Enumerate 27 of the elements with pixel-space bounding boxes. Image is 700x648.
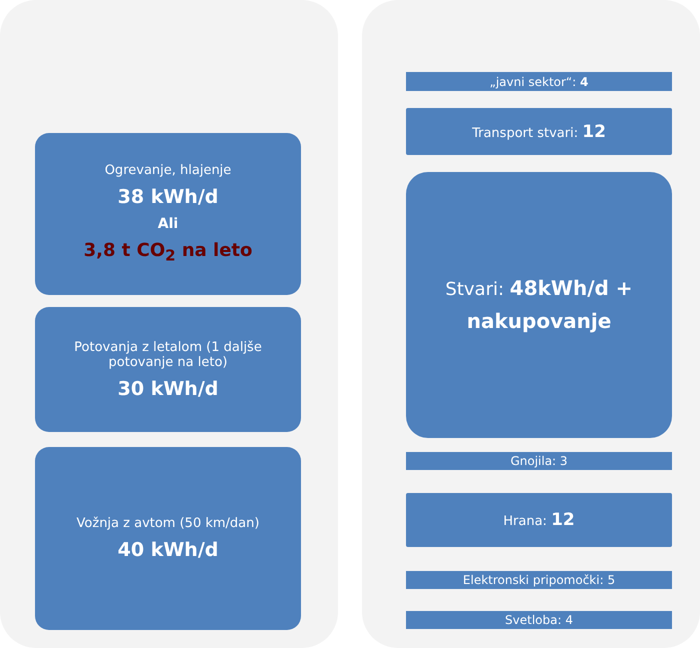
box-label: Ogrevanje, hlajenje	[104, 163, 232, 178]
box-label: Potovanja z letalom (1 daljše potovanje na leto)	[73, 340, 263, 370]
box-label: „javni sektor“: 4	[488, 74, 590, 88]
panel-background	[362, 0, 700, 648]
box-label: Hrana: 12	[502, 510, 576, 530]
box-value: 3,8 t CO$_{2}$ na leto	[82, 240, 254, 265]
text-box	[35, 133, 301, 295]
box-value: Ali	[156, 216, 180, 232]
box-value: 30 kWh/d	[116, 378, 220, 400]
box-label: Svetloba: 4	[504, 613, 574, 627]
text-box	[406, 493, 672, 547]
text-box	[406, 172, 672, 438]
text-box	[35, 307, 301, 432]
box-label: Gnojila: 3	[509, 454, 569, 468]
text-box	[406, 571, 672, 589]
box-value: 40 kWh/d	[116, 539, 220, 561]
text-box	[406, 72, 672, 91]
text-box	[406, 452, 672, 470]
text-box	[406, 108, 672, 155]
box-label: Vožnja z avtom (50 km/dan)	[76, 516, 260, 531]
box-value: 38 kWh/d	[116, 186, 220, 208]
text-box	[406, 611, 672, 629]
text-box	[35, 447, 301, 630]
box-label: Transport stvari: 12	[471, 122, 607, 142]
box-label: Elektronski pripomočki: 5	[462, 573, 616, 587]
box-label: Stvari: 48kWh/d + nakupovanje	[444, 275, 634, 335]
panel-background	[0, 0, 338, 648]
